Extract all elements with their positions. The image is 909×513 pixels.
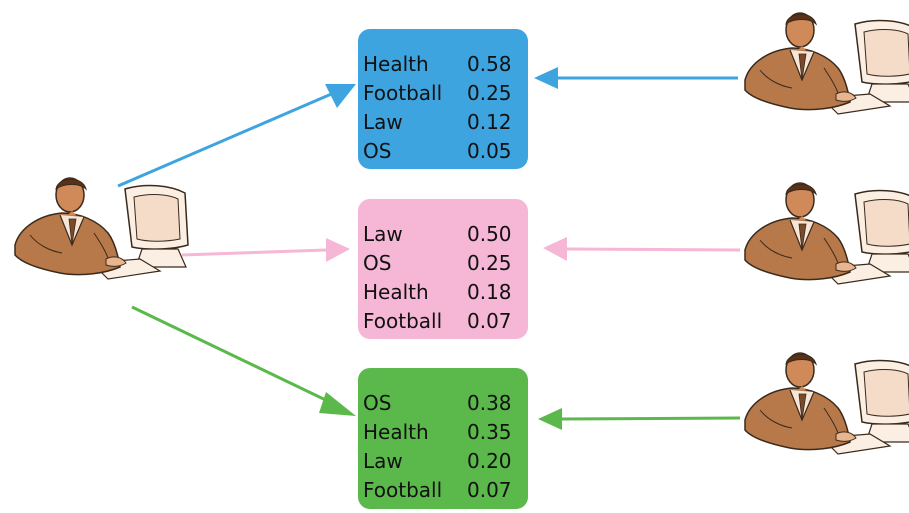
topic-box-green: OS 0.38 Health 0.35 Law 0.20 Football 0.…	[358, 368, 528, 509]
topic-value: 0.58	[467, 51, 512, 76]
topic-row: Law 0.50	[363, 219, 528, 248]
topic-value: 0.25	[467, 250, 512, 275]
topic-box-pink: Law 0.50 OS 0.25 Health 0.18 Football 0.…	[358, 199, 528, 339]
topic-row: Football 0.07	[363, 475, 528, 504]
topic-label: Law	[363, 109, 403, 134]
topic-label: Law	[363, 448, 403, 473]
topic-row: Football 0.07	[363, 306, 528, 335]
topic-label: Football	[363, 80, 443, 105]
right-to-green-arrow	[538, 408, 741, 430]
left-to-pink-arrow	[181, 238, 350, 262]
topic-row: OS 0.25	[363, 248, 528, 277]
topic-value: 0.20	[467, 448, 512, 473]
topic-label: Health	[363, 419, 429, 444]
topic-label: Football	[363, 477, 443, 502]
left-user-icon	[14, 177, 189, 280]
topic-box-blue: Health 0.58 Football 0.25 Law 0.12 OS 0.…	[358, 29, 528, 169]
right-to-blue-arrow	[534, 67, 738, 89]
topic-value: 0.25	[467, 80, 512, 105]
topic-label: Law	[363, 221, 403, 246]
left-to-blue-arrow	[117, 84, 356, 188]
topic-row: OS 0.38	[363, 388, 528, 417]
topic-value: 0.12	[467, 109, 512, 134]
topic-row: Football 0.25	[363, 78, 528, 107]
right-to-pink-arrow	[543, 237, 741, 261]
topic-row: Health 0.58	[363, 49, 528, 78]
topic-value: 0.35	[467, 419, 512, 444]
right-user-middle-icon	[744, 182, 909, 285]
topic-row: Health 0.18	[363, 277, 528, 306]
topic-value: 0.05	[467, 138, 512, 163]
left-to-green-arrow	[131, 305, 356, 416]
topic-row: Law 0.20	[363, 446, 528, 475]
topic-label: OS	[363, 250, 392, 275]
right-user-top-icon	[744, 12, 909, 115]
topic-row: Health 0.35	[363, 417, 528, 446]
topic-value: 0.07	[467, 477, 512, 502]
topic-value: 0.38	[467, 390, 512, 415]
topic-label: Health	[363, 51, 429, 76]
topic-label: Football	[363, 308, 443, 333]
topic-row: OS 0.05	[363, 136, 528, 165]
topic-label: Health	[363, 279, 429, 304]
topic-label: OS	[363, 138, 392, 163]
topic-value: 0.50	[467, 221, 512, 246]
topic-value: 0.07	[467, 308, 512, 333]
topic-label: OS	[363, 390, 392, 415]
topic-value: 0.18	[467, 279, 512, 304]
right-user-bottom-icon	[744, 352, 909, 455]
topic-row: Law 0.12	[363, 107, 528, 136]
